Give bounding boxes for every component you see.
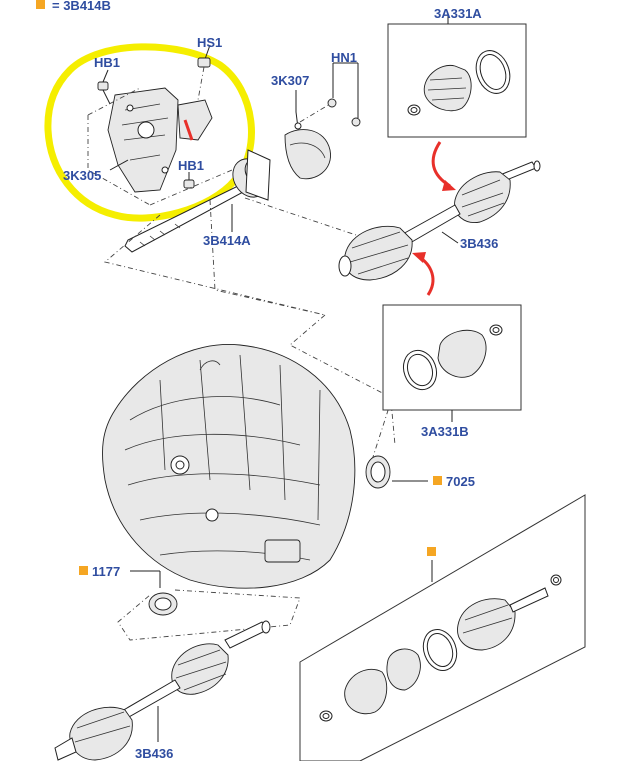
marker-1177 <box>79 566 88 575</box>
label-1177: 1177 <box>92 564 120 579</box>
legend-text: = 3B414B <box>52 0 111 13</box>
dash-frame-left <box>104 197 396 399</box>
bolt-hb1-top <box>97 69 111 105</box>
label-3b436-bottom: 3B436 <box>135 746 173 761</box>
leader-3k305 <box>109 159 129 171</box>
halfshaft-upper <box>338 160 541 281</box>
label-3b414a: 3B414A <box>203 233 251 248</box>
heat-shield-3k307 <box>284 111 331 180</box>
label-hn1: HN1 <box>331 50 357 65</box>
label-hb1-bottom: HB1 <box>178 158 204 173</box>
label-3k307: 3K307 <box>271 73 309 88</box>
box-joint-kit <box>299 494 586 761</box>
box-3a331a <box>387 15 527 138</box>
bolt-hs1 <box>197 44 211 101</box>
label-hs1: HS1 <box>197 35 222 50</box>
label-3a331b: 3A331B <box>421 424 469 439</box>
label-hb1-top: HB1 <box>94 55 120 70</box>
arrow-upper-head <box>442 180 456 191</box>
bracket-3k305 <box>107 87 213 193</box>
label-3b436-right: 3B436 <box>460 236 498 251</box>
arrow-lower-head <box>412 252 426 263</box>
label-3k305: 3K305 <box>63 168 101 183</box>
halfshaft-lower <box>54 620 271 761</box>
arrow-lower <box>417 254 435 296</box>
seal-1177 <box>79 566 178 616</box>
intermediate-shaft <box>124 149 271 253</box>
leader-3b436-right <box>441 231 459 244</box>
marker-joint-kit <box>427 547 436 556</box>
arrow-upper <box>431 141 451 188</box>
bracket-dash-frame <box>87 87 233 206</box>
box-3a331b <box>382 304 522 422</box>
label-7025: 7025 <box>446 474 475 489</box>
nuts-hn1 <box>299 62 361 127</box>
dash-frame-center <box>371 389 396 461</box>
marker-7025 <box>433 476 442 485</box>
seal-7025 <box>365 455 442 489</box>
legend-marker <box>36 0 45 9</box>
dash-frame-lower <box>117 589 301 641</box>
bolt-hb1-bottom <box>183 172 195 189</box>
transmission-housing <box>102 344 356 589</box>
label-3a331a: 3A331A <box>434 6 482 21</box>
